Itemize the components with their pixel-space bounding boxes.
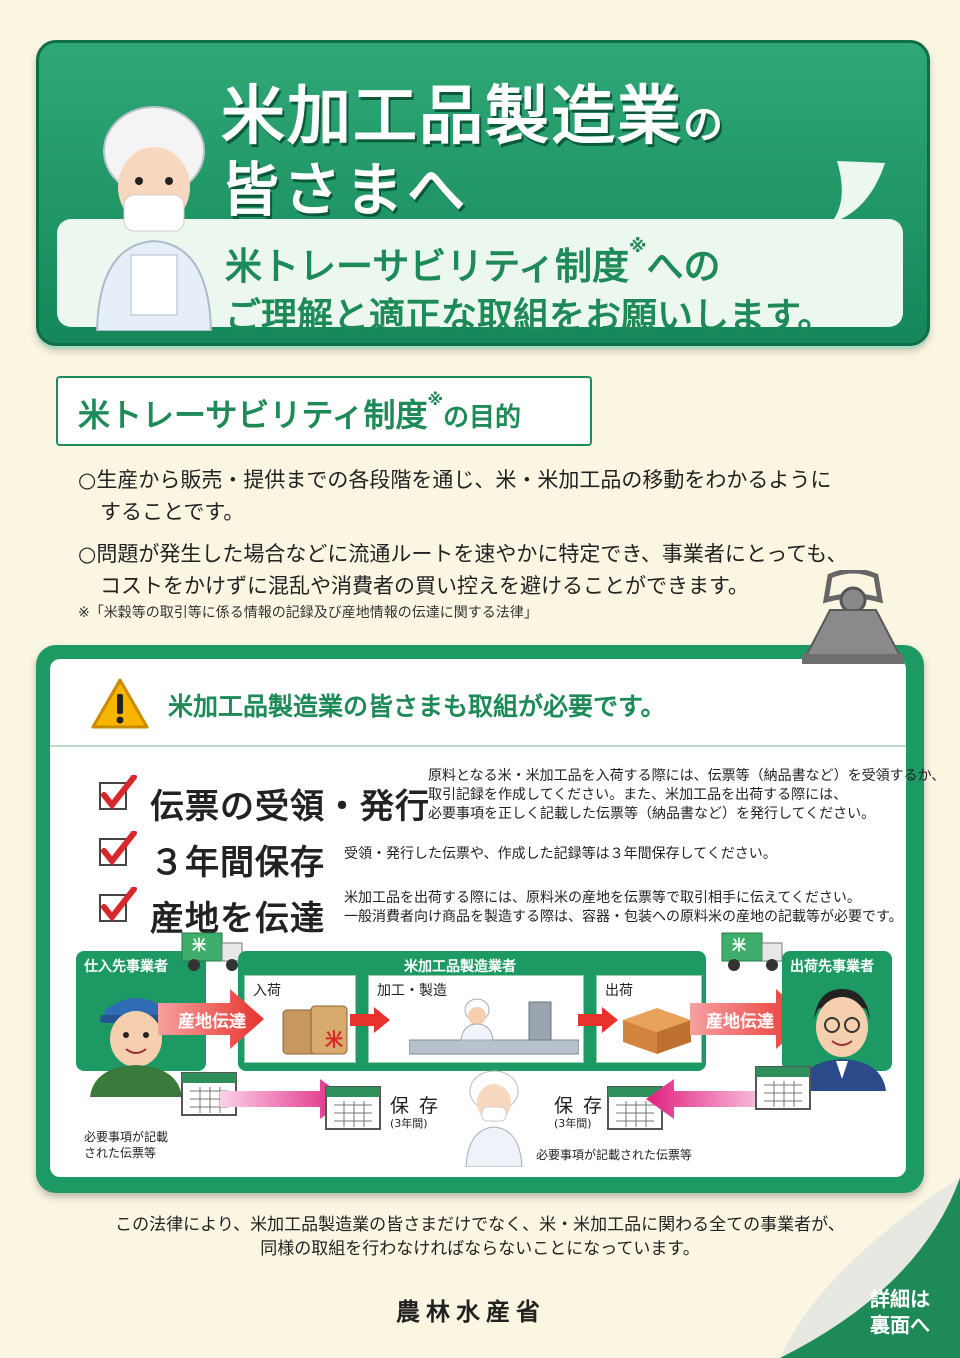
page-curl-corner[interactable] (780, 1178, 960, 1358)
subtitle-line2: ご理解と適正な取組をお願いします。 (225, 296, 834, 337)
see-back-line1: 詳細は (870, 1287, 930, 1311)
truck-mark-left: 米 (192, 938, 206, 954)
storage-label-left: 保 存 (390, 1095, 441, 1117)
requirements-box: 米加工品製造業の皆さまも取組が必要です。 伝票の受領・発行 原料となる米・米加工… (36, 645, 945, 1193)
purpose-paragraph-2: ○問題が発生した場合などに流通ルートを速やかに特定でき、事業者にとっても、 コス… (78, 538, 848, 602)
origin-label-right: 産地伝達 (706, 1012, 774, 1032)
notice-text: 米加工品製造業の皆さまも取組が必要です。 (168, 692, 666, 721)
header-banner: 米加工品製造業の 皆さまへ 米トレーサビリティ制度※への ご理解と適正な取組をお… (36, 40, 930, 346)
slip-note-left-line1: 必要事項が記載 (84, 1130, 169, 1144)
purpose-paragraph-1: ○生産から販売・提供までの各段階を通じ、米・米加工品の移動をわかるように するこ… (78, 464, 831, 528)
stage-ship-label: 出荷 (605, 983, 633, 999)
requirement-title-slip: 伝票の受領・発行 (150, 787, 430, 827)
rice-bag-mark: 米 (325, 1030, 343, 1051)
requirement-desc-storage: 受領・発行した伝票や、作成した記録等は３年間保存してください。 (344, 845, 777, 864)
requirement-desc-origin-line1: 米加工品を出荷する際には、原料米の産地を伝票等で取引相手に伝えてください。 (344, 890, 861, 906)
factory-line-icon (409, 998, 579, 1055)
speech-bubble-tail (831, 161, 885, 223)
origin-label-left: 産地伝達 (178, 1012, 246, 1032)
destination-person-icon (798, 989, 886, 1091)
slip-note-left-line2: された伝票等 (84, 1146, 157, 1160)
stage-process-label: 加工・製造 (377, 983, 447, 999)
see-back-line2: 裏面へ (870, 1313, 930, 1337)
destination-label: 出荷先事業者 (790, 959, 874, 975)
purpose-paragraph-1-line2: することです。 (100, 500, 245, 524)
ministry-name: 農林水産省 (396, 1298, 546, 1326)
calendar-icon (755, 1066, 811, 1110)
flow-arrow-icon (350, 1007, 390, 1033)
closing-text-line1: この法律により、米加工品製造業の皆さまだけでなく、米・米加工品に関わる全ての事業… (115, 1215, 845, 1235)
title-particle: の (683, 102, 725, 148)
stage-ship: 出荷 (596, 975, 702, 1063)
purpose-heading-mark: ※ (427, 390, 444, 409)
box-icon (623, 1008, 691, 1054)
purpose-heading: 米トレーサビリティ制度※の目的 (78, 390, 521, 436)
purpose-paragraph-2-line1: ○問題が発生した場合などに流通ルートを速やかに特定でき、事業者にとっても、 (78, 542, 848, 566)
title-main: 米加工品製造業 (221, 80, 683, 154)
requirement-desc-storage-line1: 受領・発行した伝票や、作成した記録等は３年間保存してください。 (344, 846, 777, 862)
page-title: 米加工品製造業の (221, 65, 725, 157)
origin-arrow-left (158, 989, 264, 1049)
binder-clip-icon (802, 570, 904, 664)
stage-process: 加工・製造 (368, 975, 584, 1063)
subtitle-mark: ※ (629, 236, 647, 257)
purpose-heading-box: 米トレーサビリティ制度※の目的 (56, 376, 592, 446)
flow-arrow-icon (578, 1007, 618, 1033)
check-icon (99, 775, 137, 810)
purpose-paragraph-2-line2: コストをかけずに混乱や消費者の買い控えを避けることができます。 (100, 574, 749, 598)
purpose-paragraph-1-line1: ○生産から販売・提供までの各段階を通じ、米・米加工品の移動をわかるように (78, 468, 832, 492)
requirement-desc-slip: 原料となる米・米加工品を入荷する際には、伝票等（納品書など）を受領するか、 取引… (428, 767, 945, 824)
requirement-title-origin: 産地を伝達 (150, 899, 325, 939)
manufacturer-label: 米加工品製造業者 (404, 959, 516, 975)
storage-sub-right: (3年間) (554, 1117, 592, 1130)
requirement-desc-origin: 米加工品を出荷する際には、原料米の産地を伝票等で取引相手に伝えてください。 一般… (344, 889, 903, 927)
law-footnote: ※「米穀等の取引等に係る情報の記録及び産地情報の伝達に関する法律」 (78, 605, 538, 621)
rice-bag-icon (282, 1005, 348, 1055)
subtitle-system: 米トレーサビリティ制度 (225, 245, 630, 288)
slip-note-right: 必要事項が記載された伝票等 (536, 1148, 693, 1162)
truck-icon (721, 932, 783, 971)
storage-label-right: 保 存 (554, 1095, 605, 1117)
closing-text-line2: 同様の取組を行わなければならないことになっています。 (260, 1239, 700, 1259)
check-icon (99, 831, 137, 866)
truck-mark-right: 米 (732, 938, 746, 954)
slip-note-left: 必要事項が記載 された伝票等 (84, 1129, 168, 1161)
stage-receive-label: 入荷 (253, 983, 281, 999)
page-title-line2: 皆さまへ (221, 156, 470, 224)
subtitle-suffix: への (646, 245, 721, 288)
requirement-desc-origin-line2: 一般消費者向け商品を製造する際は、容器・包装への原料米の産地の記載等が必要です。 (344, 909, 903, 925)
purpose-heading-suffix: の目的 (443, 403, 522, 433)
purpose-heading-text: 米トレーサビリティ制度 (78, 396, 428, 434)
requirement-desc-slip-line2: 取引記録を作成してください。また、米加工品を出荷する際には、 (428, 787, 848, 803)
stage-receive: 入荷 米 (244, 975, 356, 1063)
supplier-label: 仕入先事業者 (84, 959, 168, 975)
notice-band: 米加工品製造業の皆さまも取組が必要です。 (50, 659, 906, 747)
requirement-desc-slip-line1: 原料となる米・米加工品を入荷する際には、伝票等（納品書など）を受領するか、 (428, 768, 946, 784)
see-back-link[interactable]: 詳細は 裏面へ (870, 1286, 950, 1338)
storage-sub-left: (3年間) (390, 1117, 428, 1130)
requirements-panel: 米加工品製造業の皆さまも取組が必要です。 伝票の受領・発行 原料となる米・米加工… (50, 659, 945, 1177)
requirement-title-storage: ３年間保存 (150, 843, 325, 883)
supplier-person-icon (90, 998, 182, 1097)
calendar-icon (325, 1086, 381, 1130)
worker-icon (465, 1070, 523, 1167)
warning-icon (91, 678, 149, 729)
subtitle-line1: 米トレーサビリティ制度※への (225, 236, 721, 290)
storage-arrow-left (220, 1079, 348, 1119)
worker-icon (95, 106, 213, 331)
check-icon (99, 887, 137, 922)
requirement-desc-slip-line3: 必要事項を正しく記載した伝票等（納品書など）を発行してください。 (428, 806, 876, 822)
truck-icon (181, 932, 243, 971)
storage-arrow-right (646, 1079, 774, 1119)
origin-arrow-right (690, 989, 810, 1049)
